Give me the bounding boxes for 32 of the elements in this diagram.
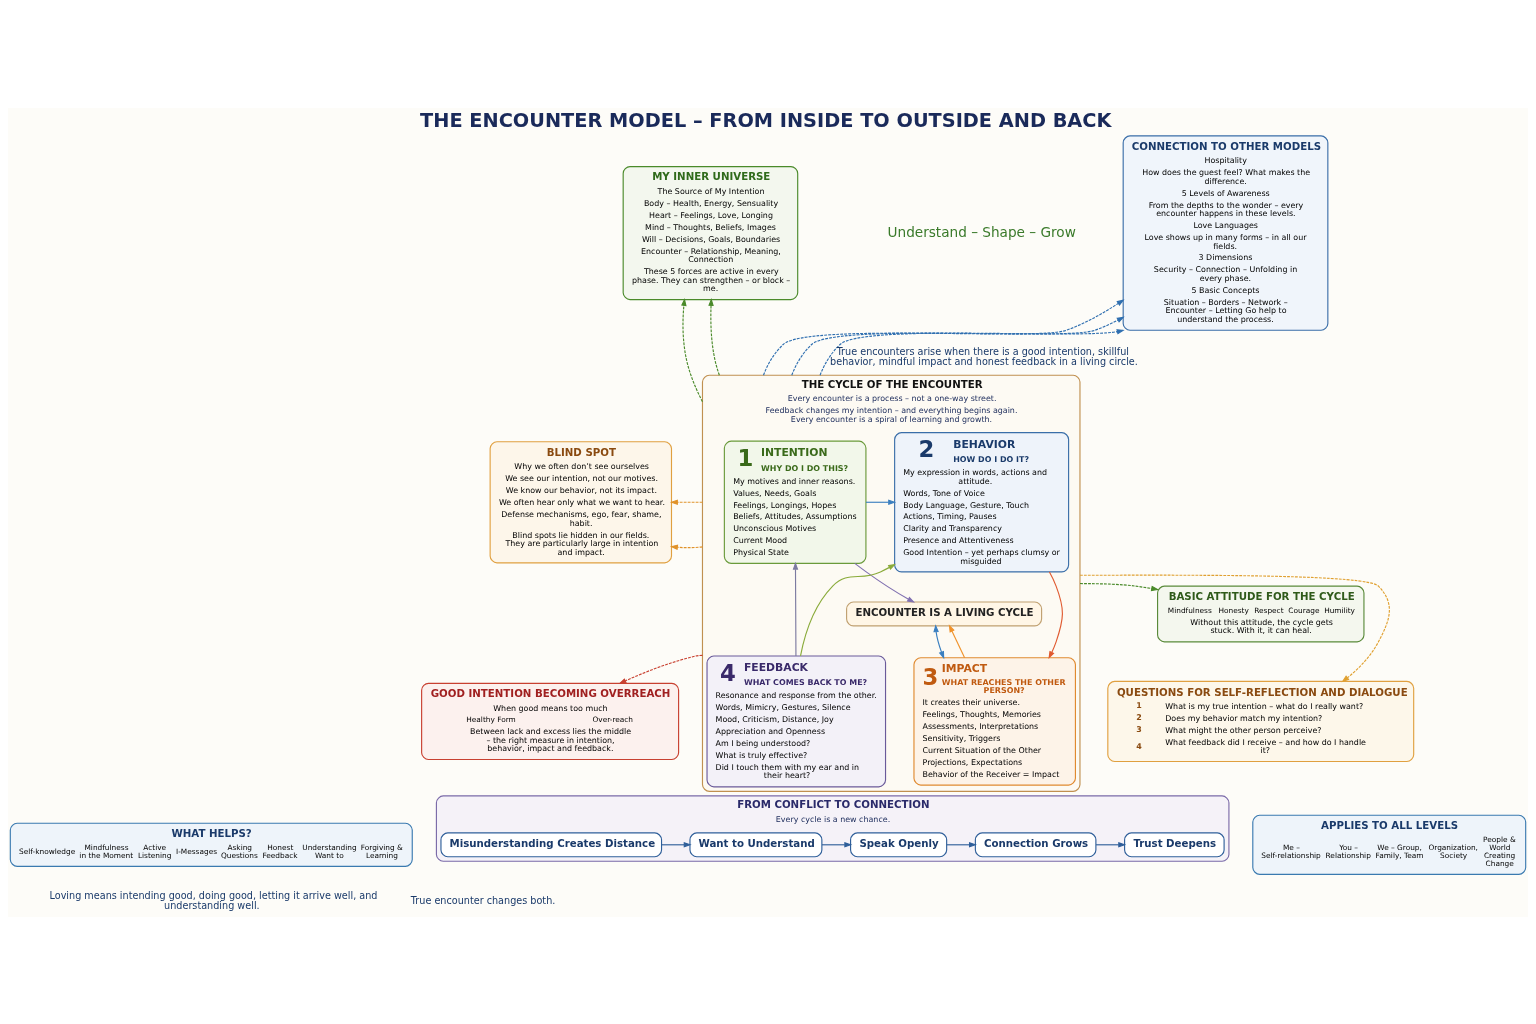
label: Loving means intending good, doing good, letting it arrive well, and understanding well. [49,889,378,911]
node-box: ENCOUNTER IS A LIVING CYCLE [846,600,1043,626]
arrow [791,316,1125,376]
node-box: Misunderstanding Creates Distance [440,831,663,857]
arrow [762,298,1125,376]
arrow [669,498,704,505]
arrow [933,623,945,659]
arrow [661,841,692,848]
arrow [821,841,853,848]
arrow [946,841,977,848]
arrow [1079,582,1160,591]
arrow [792,561,799,657]
arrow [865,498,897,505]
arrow [1079,574,1390,682]
arrow [1095,841,1127,848]
node-box: Want to Understand [689,831,823,857]
arrow [681,297,704,402]
arrow [669,544,704,550]
label: Understand – Shape – Grow [887,223,1076,240]
arrow [618,654,704,684]
arrow [854,562,916,603]
arrow [948,623,966,658]
arrow [819,328,1125,376]
arrow [1048,570,1063,659]
arrow [799,563,897,656]
node-box: Connection Grows [974,831,1097,857]
diagram-title: THE ENCOUNTER MODEL – FROM INSIDE TO OUTSIDE AND BACK [420,108,1112,132]
node-box: Trust Deepens [1124,831,1225,857]
node-box: Speak Openly [850,831,948,857]
label: True encounter changes both. [410,894,556,906]
arrow [708,297,720,376]
label: True encounters arise when there is a good intention, skillful behavior, mindful impact and honest feedback in a living circle. [830,345,1138,367]
